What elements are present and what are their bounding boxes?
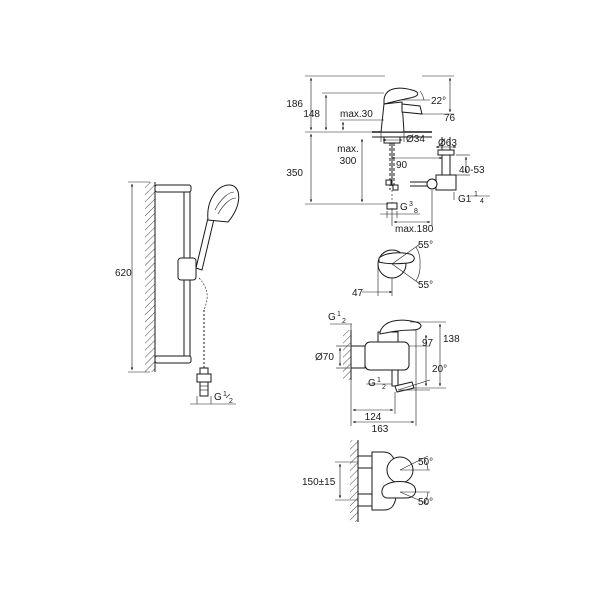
lever-top-view: 55° 55° 47	[352, 240, 433, 299]
trap-outlet	[426, 178, 438, 190]
thread-g38-label: G	[400, 202, 408, 213]
bath-width-124-label: 124	[365, 412, 382, 423]
bath-height-138-label: 138	[443, 334, 460, 345]
dia-34-label: Ø34	[406, 134, 425, 145]
inlet-thread-den: 2	[229, 398, 233, 405]
inlet-thread-num: 1	[223, 391, 227, 398]
front-angle-top-label: 50°	[418, 457, 433, 468]
bath-wall-hatch	[343, 330, 351, 380]
max-label: max.	[337, 144, 359, 155]
front-angle-bottom-label: 50°	[418, 497, 433, 508]
bath-lever	[379, 319, 422, 335]
bottom-bracket	[154, 355, 192, 364]
distance-90-label: 90	[396, 160, 408, 171]
bath-height-97-label: 97	[422, 338, 434, 349]
top-bracket	[154, 184, 192, 193]
lever-angle-bottom-label: 55°	[418, 280, 433, 291]
range-40-53-label: 40-53	[459, 165, 485, 176]
shower-rail-set: 620 G 1 2	[115, 181, 240, 405]
height-label: 620	[115, 268, 132, 279]
front-lower-connector	[357, 493, 373, 507]
bath-mixer-front-view: 50° 50° 150±15	[302, 440, 433, 522]
inlet-thread-label: G	[214, 392, 222, 403]
max-180-label: max.180	[395, 224, 434, 235]
lever-angle-top-label: 55°	[418, 240, 433, 251]
height-350-label: 350	[286, 168, 303, 179]
bath-mixer-side-view: G 1 2 138 97 Ø70 G 1 2 20° 124 163	[315, 311, 460, 435]
basin-mixer-lever	[383, 87, 419, 105]
bath-thread-top-label: G	[328, 312, 336, 323]
bath-angle-20-label: 20°	[432, 364, 447, 375]
height-186-label: 186	[286, 99, 303, 110]
lever-top-handle	[378, 252, 415, 265]
thread-g38-num: 3	[409, 201, 413, 208]
basin-mixer-body	[380, 101, 405, 133]
bath-thread-bottom-den: 2	[382, 384, 386, 391]
bath-width-163-label: 163	[372, 424, 389, 435]
bath-spout	[391, 369, 399, 387]
front-wall-hatch	[350, 440, 358, 522]
thread-g114-label: G1	[458, 194, 472, 205]
thread-g114-den: 4	[480, 198, 484, 205]
max-30-label: max.30	[340, 109, 373, 120]
waste-nut	[437, 149, 455, 156]
depth-47-label: 47	[352, 288, 364, 299]
front-upper-connector	[357, 455, 373, 469]
front-bottom-lever	[381, 481, 417, 499]
basin-mixer-spout	[401, 103, 423, 115]
bath-thread-bottom-num: 1	[377, 377, 381, 384]
depth-76-label: 76	[444, 113, 456, 124]
bath-thread-bottom-label: G	[368, 378, 376, 389]
wall-hatch	[145, 182, 155, 372]
hose-connector	[196, 373, 212, 383]
dia-63-label: Ø63	[438, 138, 457, 149]
hand-shower-handle	[195, 217, 215, 271]
bath-mixer-body	[364, 341, 410, 371]
bath-connection	[350, 345, 366, 369]
height-148-label: 148	[303, 109, 320, 120]
bath-thread-top-num: 1	[337, 311, 341, 318]
bath-thread-top-den: 2	[342, 318, 346, 325]
shower-hose	[198, 277, 208, 311]
hand-shower-head	[207, 184, 240, 223]
front-centres-label: 150±15	[302, 477, 336, 488]
angle-22-label: 22°	[431, 96, 446, 107]
waste-trap	[435, 174, 457, 191]
thread-g38-den: 8	[414, 208, 418, 215]
rail-slider	[177, 257, 197, 281]
max-300-label: 300	[340, 156, 357, 167]
basin-mixer-drawing: 22° 186 350 148 max.30	[286, 75, 490, 235]
thread-g114-num: 1	[474, 191, 478, 198]
bath-dia-70-label: Ø70	[315, 352, 334, 363]
